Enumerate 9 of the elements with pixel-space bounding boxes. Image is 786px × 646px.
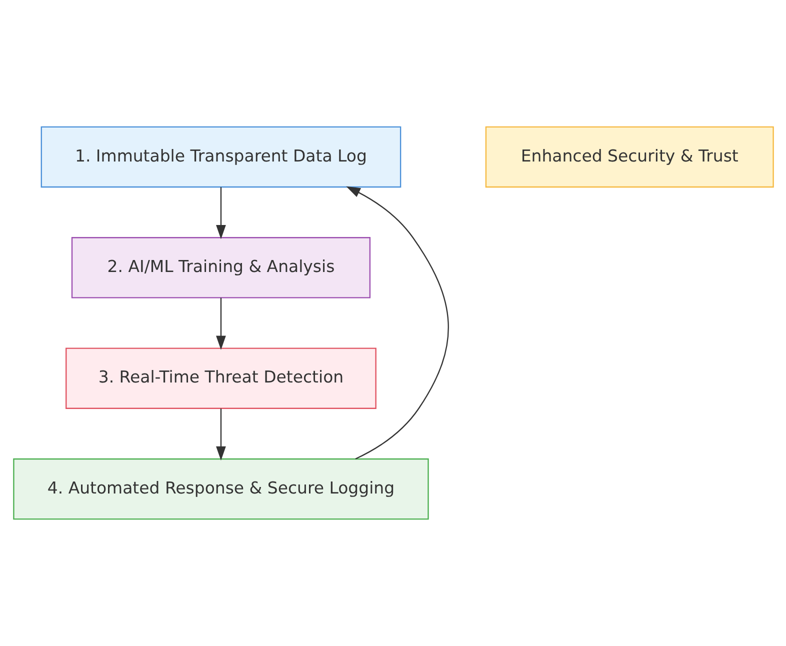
arrow: [216, 298, 226, 350]
node-box: 3. Real-Time Threat Detection: [65, 348, 376, 409]
node-box: Enhanced Security & Trust: [484, 126, 774, 188]
node-box: 1. Immutable Transparent Data Log: [40, 126, 401, 188]
arrow: [346, 186, 448, 460]
arrow: [216, 187, 226, 240]
node-box: 2. AI/ML Training & Analysis: [70, 237, 370, 298]
arrow: [216, 408, 226, 461]
node-box: 4. Automated Response & Secure Logging: [12, 458, 428, 520]
